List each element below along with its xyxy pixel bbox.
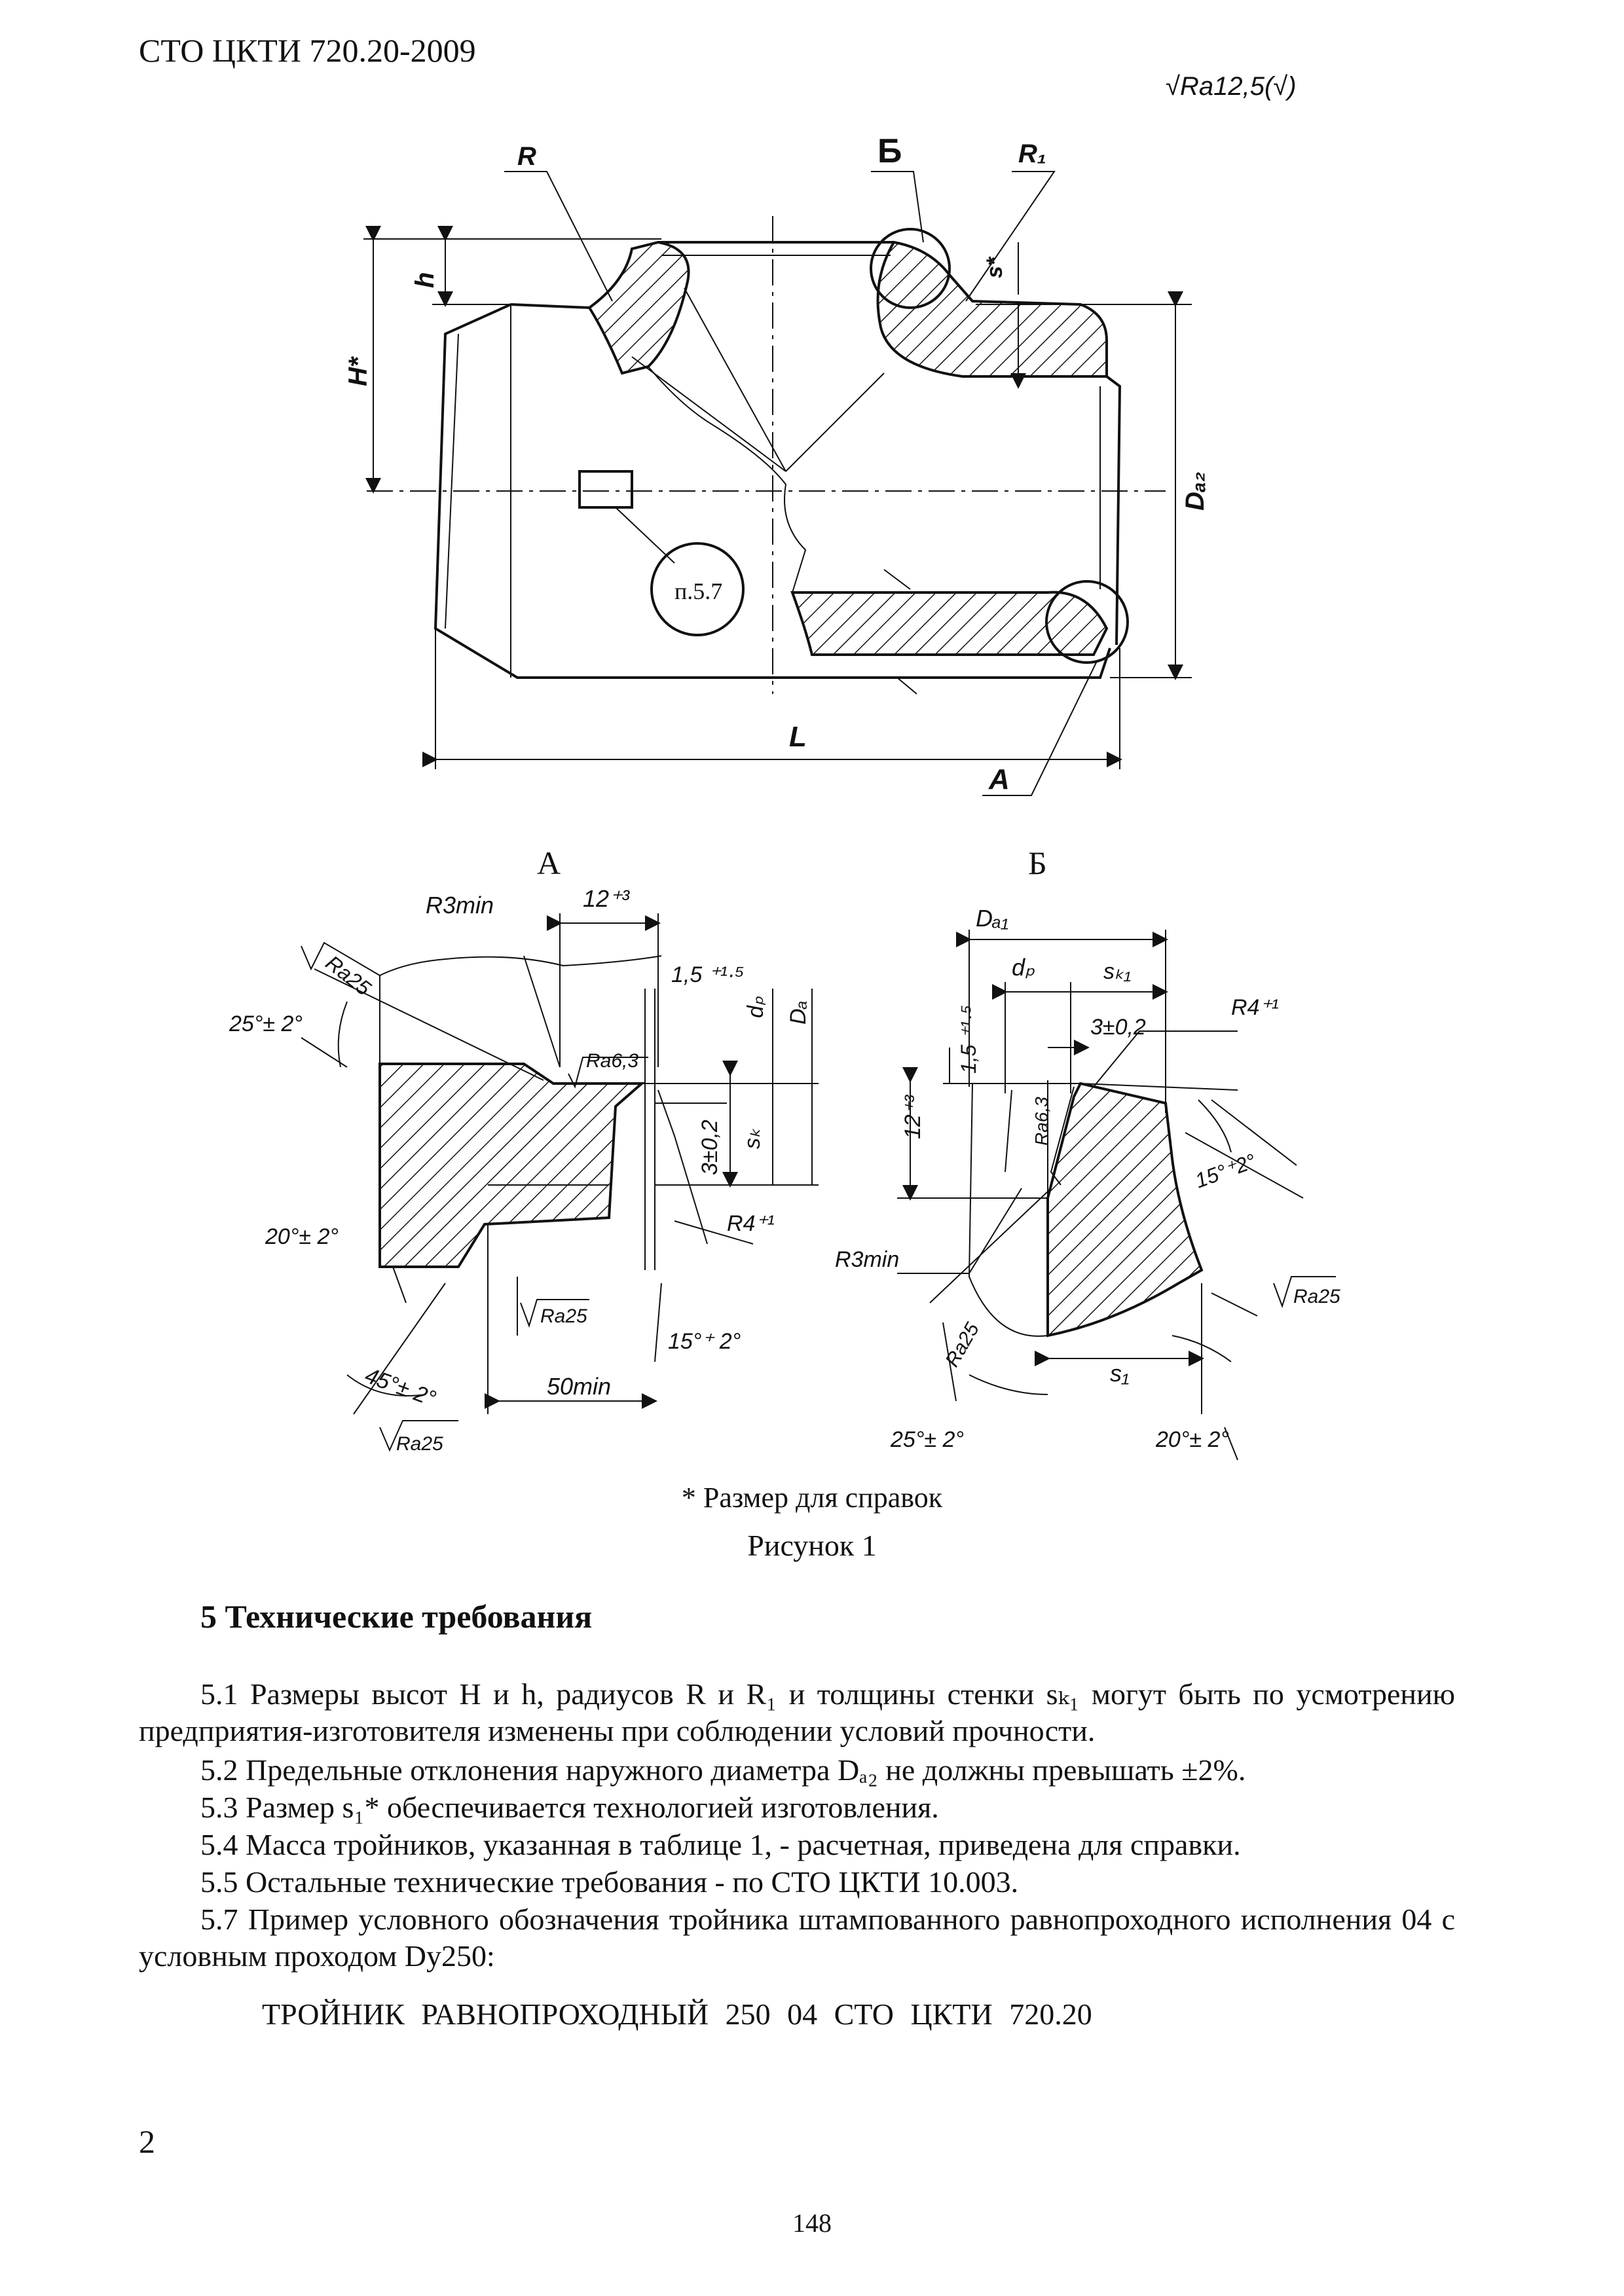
detail-a — [301, 913, 819, 1415]
label-R1: R₁ — [1018, 139, 1046, 168]
main-view — [363, 171, 1192, 796]
technical-drawing: R Б R₁ s* h H* Dₐ₂ п.5.7 L А — [229, 132, 1340, 1461]
label-r4: R4⁺¹ — [1231, 995, 1279, 1020]
ra25-top-symbol-icon — [301, 941, 380, 976]
label-A: А — [988, 763, 1010, 795]
paragraph-5-2-text: 5.2 Предельные отклонения наружного диам… — [200, 1753, 1246, 1787]
label-B: Б — [877, 132, 902, 170]
label-Da2: Dₐ₂ — [1181, 471, 1209, 511]
paragraph-5-7: 5.7 Пример условного обозначения тройник… — [139, 1901, 1455, 1975]
label-tol15: 1,5 ⁺¹·⁵ — [957, 1005, 980, 1074]
label-tol15: 1,5 ⁺¹·⁵ — [671, 962, 745, 987]
paragraph-5-4: 5.4 Масса тройников, указанная в таблице… — [139, 1827, 1455, 1863]
label-ra25-bottom: Ra25 — [396, 1433, 443, 1455]
label-ra63: Ra6,3 — [586, 1050, 638, 1072]
label-s1: s₁ — [1110, 1360, 1129, 1387]
label-ra25-top: Ra25 — [322, 951, 376, 1000]
document-code: СТО ЦКТИ 720.20-2009 — [139, 32, 476, 69]
label-L: L — [789, 721, 807, 753]
paragraph-5-2: 5.2 Предельные отклонения наружного диам… — [139, 1752, 1455, 1789]
ra25-bottom-symbol-icon — [379, 1420, 458, 1452]
label-R: R — [517, 142, 536, 171]
detail-a-labels: А R3min 12⁺³ Ra25 25°± 2° 1,5 ⁺¹·⁵ dₚ Dₐ… — [229, 845, 811, 1455]
paragraph-5-7-text: 5.7 Пример условного обозначения тройник… — [139, 1903, 1455, 1973]
label-angle20: 20°± 2° — [265, 1224, 339, 1249]
label-ra63: Ra6,3 — [1031, 1097, 1052, 1146]
label-ra25-left: Ra25 — [941, 1319, 984, 1371]
label-r3min: R3min — [426, 892, 494, 919]
paragraph-5-3: 5.3 Размер s₁* обеспечивается технологие… — [139, 1789, 1455, 1826]
main-view-labels: R Б R₁ s* h H* Dₐ₂ п.5.7 L А — [344, 132, 1209, 795]
label-dim3: 3±0,2 — [1090, 1015, 1146, 1040]
label-dim12: 12⁺³ — [583, 885, 630, 912]
label-angle20: 20°± 2° — [1155, 1427, 1229, 1452]
paragraph-5-1-text: 5.1 Размеры высот H и h, радиусов R и R₁… — [139, 1677, 1455, 1747]
label-sk1: sₖ₁ — [1103, 959, 1131, 984]
label-angle25: 25°± 2° — [229, 1011, 303, 1036]
label-ref-point: п.5.7 — [674, 578, 722, 604]
label-dp: dₚ — [743, 996, 768, 1018]
label-r3min: R3min — [835, 1247, 899, 1272]
label-angle45: 45°± 2° — [361, 1363, 439, 1412]
label-ra25-right: Ra25 — [1293, 1286, 1340, 1307]
label-Da: Dₐ — [786, 1000, 811, 1025]
designation-example: ТРОЙНИК РАВНОПРОХОДНЫЙ 250 04 СТО ЦКТИ 7… — [262, 1997, 1092, 2031]
label-angle25: 25°± 2° — [890, 1427, 964, 1452]
detail-a-title: А — [537, 845, 561, 881]
paragraph-5-5: 5.5 Остальные технические требования - п… — [139, 1864, 1455, 1901]
ra63-symbol-icon — [568, 1057, 648, 1089]
section-title: 5 Технические требования — [200, 1598, 593, 1635]
label-Da1: Dₐ₁ — [976, 905, 1008, 932]
paragraph-5-5-text: 5.5 Остальные технические требования - п… — [200, 1865, 1019, 1899]
figure-caption: Рисунок 1 — [747, 1529, 877, 1562]
paragraph-5-3-text: 5.3 Размер s₁* обеспечивается технологие… — [200, 1791, 939, 1824]
label-dim3: 3±0,2 — [697, 1120, 722, 1175]
label-r4: R4⁺¹ — [727, 1211, 775, 1236]
label-angle15: 15°⁺ 2° — [668, 1329, 741, 1354]
sheet-number: 2 — [139, 2123, 155, 2160]
paragraph-5-4-text: 5.4 Масса тройников, указанная в таблице… — [200, 1828, 1241, 1861]
label-ra25-mid: Ra25 — [540, 1305, 587, 1327]
paragraph-5-1: 5.1 Размеры высот H и h, радиусов R и R₁… — [139, 1676, 1455, 1749]
page-number: 148 — [792, 2208, 832, 2238]
label-s-star: s* — [982, 256, 1007, 278]
detail-b-title: Б — [1028, 845, 1047, 881]
label-h: h — [411, 272, 439, 288]
ra63-symbol-icon — [1050, 1086, 1075, 1186]
label-H-star: H* — [344, 355, 373, 386]
ra25-mid-symbol-icon — [520, 1299, 589, 1328]
label-dim50: 50min — [547, 1373, 611, 1400]
detail-b — [897, 930, 1304, 1461]
roughness-value: Ra12,5(√) — [1179, 72, 1297, 101]
ra25-right-symbol-icon — [1273, 1276, 1336, 1309]
figure-note: * Размер для справок — [681, 1482, 943, 1514]
roughness-symbol: √Ra12,5(√) — [1166, 72, 1297, 101]
label-dim12: 12⁺³ — [900, 1094, 925, 1139]
label-dp: dₚ — [1012, 954, 1035, 981]
label-sk: sₖ — [740, 1128, 765, 1149]
